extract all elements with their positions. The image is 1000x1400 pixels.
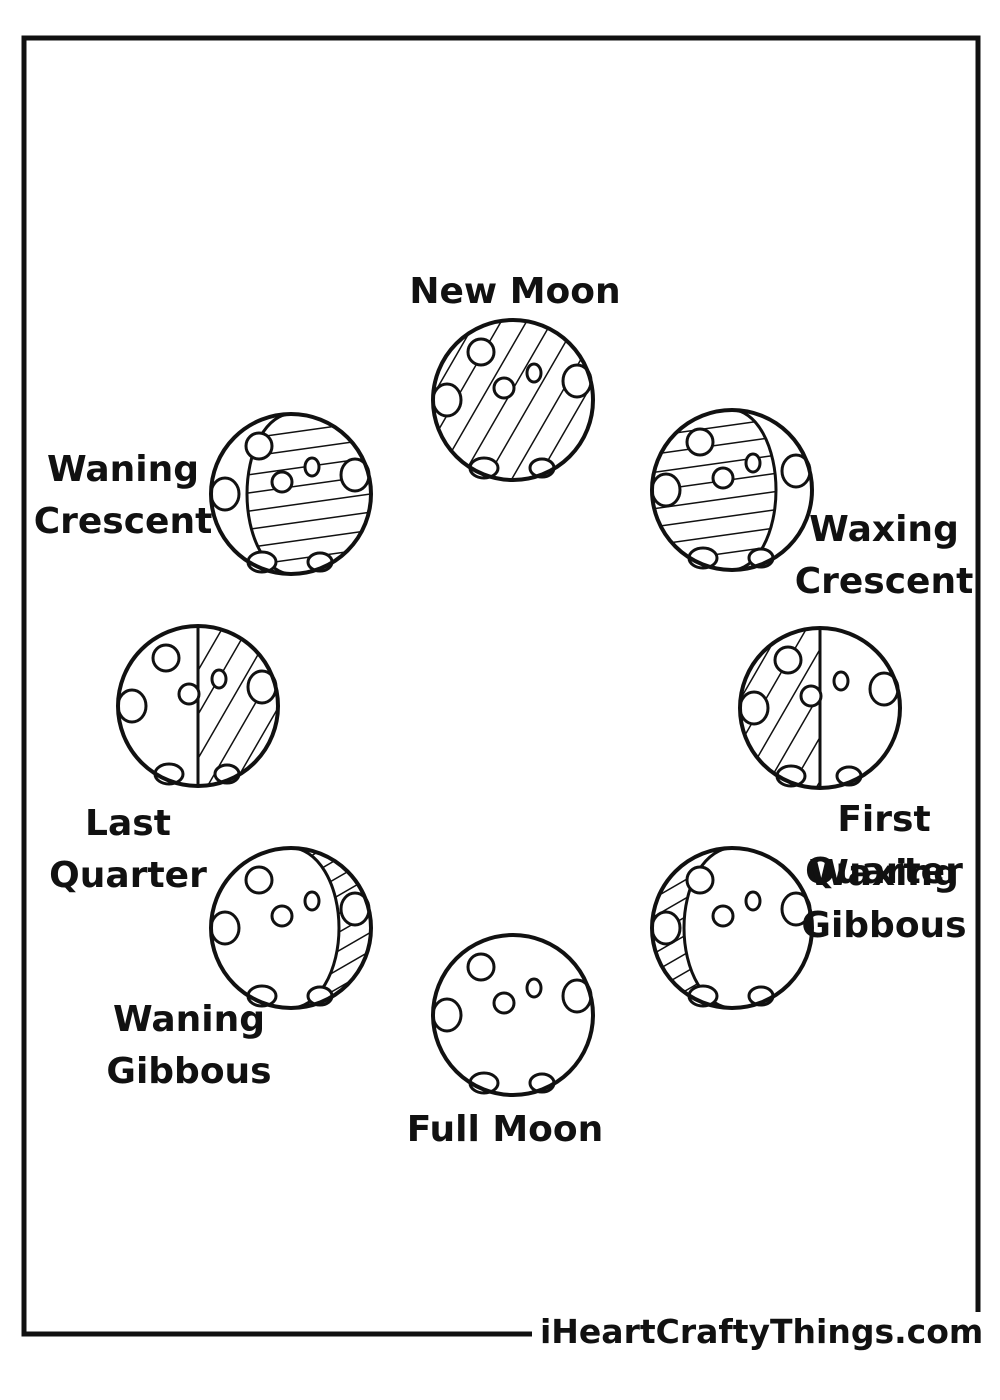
site-credit: iHeartCraftyThings.com bbox=[532, 1312, 992, 1351]
new-moon-label-line: New Moon bbox=[409, 271, 621, 312]
crater bbox=[685, 427, 715, 457]
waning-gibbous-label-line: Waning bbox=[112, 999, 266, 1040]
crater bbox=[431, 997, 463, 1033]
full-moon-label-line: Full Moon bbox=[406, 1109, 604, 1150]
new-moon-outline bbox=[431, 318, 595, 482]
crater bbox=[151, 643, 181, 673]
waxing-gibbous-moon bbox=[650, 846, 814, 1010]
waxing-gibbous-shadow bbox=[652, 848, 732, 1008]
new-moon-moon bbox=[431, 318, 595, 482]
crater bbox=[711, 466, 735, 490]
waxing-gibbous-outline bbox=[650, 846, 814, 1010]
page-border bbox=[21, 35, 981, 1337]
crater bbox=[650, 910, 682, 946]
crater bbox=[711, 904, 735, 928]
crater bbox=[650, 472, 682, 508]
crater bbox=[270, 470, 294, 494]
last-quarter-shadow bbox=[198, 626, 278, 786]
first-quarter-moon bbox=[738, 626, 902, 790]
first-quarter-label-line: Quarter bbox=[805, 851, 963, 892]
last-quarter-moon bbox=[116, 624, 280, 788]
full-moon-label: Full Moon bbox=[407, 1104, 604, 1156]
crater bbox=[799, 684, 823, 708]
waning-gibbous-moon bbox=[209, 846, 373, 1010]
crater bbox=[492, 376, 516, 400]
crater bbox=[466, 337, 496, 367]
crater bbox=[209, 476, 241, 512]
last-quarter-label-line: Last bbox=[85, 803, 171, 844]
crater bbox=[773, 645, 803, 675]
full-moon-moon bbox=[431, 933, 595, 1097]
waxing-crescent-label-line: Waxing bbox=[809, 509, 959, 550]
waxing-crescent-shadow bbox=[652, 410, 776, 570]
crater bbox=[209, 910, 241, 946]
crater bbox=[116, 688, 148, 724]
crater bbox=[492, 991, 516, 1015]
waning-crescent-label-line: Crescent bbox=[33, 501, 213, 542]
waxing-crescent-outline bbox=[650, 408, 814, 572]
crater bbox=[303, 890, 321, 912]
crater bbox=[738, 690, 770, 726]
crater bbox=[244, 431, 274, 461]
waxing-gibbous-label-line: Waxing bbox=[809, 853, 959, 894]
waning-crescent-outline bbox=[209, 412, 373, 576]
crater bbox=[525, 362, 543, 384]
crater bbox=[525, 977, 543, 999]
first-quarter-label-line: First bbox=[837, 799, 931, 840]
waxing-gibbous-label-line: Gibbous bbox=[801, 905, 967, 946]
waxing-crescent-moon bbox=[650, 408, 814, 572]
waning-crescent-moon bbox=[209, 412, 373, 576]
new-moon-label: New Moon bbox=[409, 266, 620, 318]
last-quarter-outline bbox=[116, 624, 280, 788]
first-quarter-outline bbox=[738, 626, 902, 790]
crater bbox=[832, 670, 850, 692]
waning-crescent-label-line: Waning bbox=[46, 449, 200, 490]
full-moon-outline bbox=[431, 933, 595, 1097]
crater bbox=[744, 452, 762, 474]
crater bbox=[210, 668, 228, 690]
waning-gibbous-shadow bbox=[291, 848, 371, 1008]
waxing-crescent-label-line: Crescent bbox=[794, 561, 974, 602]
waning-crescent-shadow bbox=[247, 414, 371, 574]
waning-gibbous-label-line: Gibbous bbox=[106, 1051, 272, 1092]
crater bbox=[431, 382, 463, 418]
crater bbox=[303, 456, 321, 478]
last-quarter-label-line: Quarter bbox=[49, 855, 207, 896]
crater bbox=[685, 865, 715, 895]
waning-gibbous-outline bbox=[209, 846, 373, 1010]
crater bbox=[466, 952, 496, 982]
crater bbox=[270, 904, 294, 928]
crater bbox=[744, 890, 762, 912]
crater bbox=[244, 865, 274, 895]
crater bbox=[177, 682, 201, 706]
